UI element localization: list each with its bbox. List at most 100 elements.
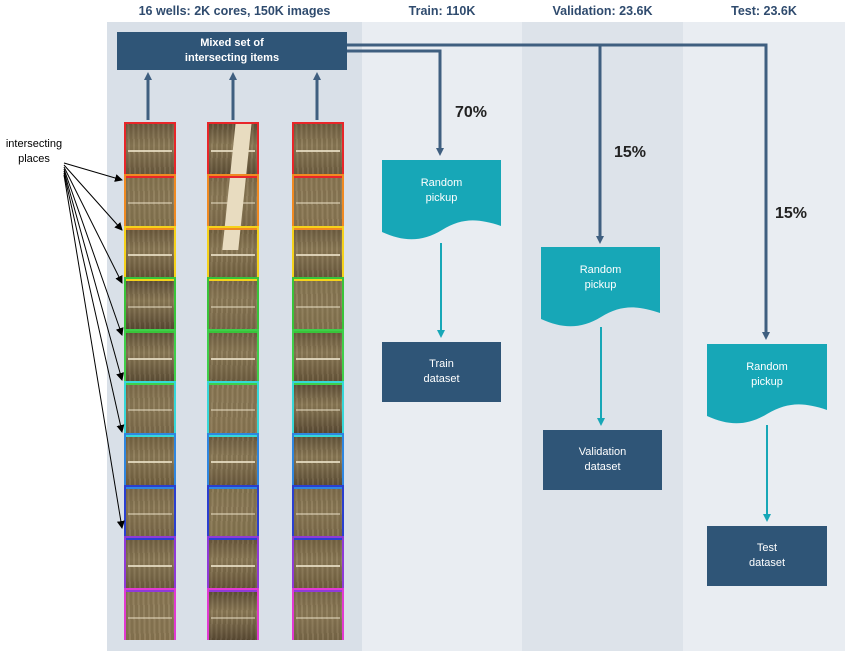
core-segment: [292, 329, 344, 382]
core-crack: [128, 150, 172, 153]
core-segment: [124, 536, 176, 590]
train-percent: 70%: [455, 104, 488, 121]
core-segment: [124, 484, 176, 538]
intersection-ring: [292, 381, 344, 437]
train-dataset-box: Train dataset: [382, 342, 501, 402]
intersection-ring: [207, 329, 259, 385]
core-segment: [207, 588, 259, 640]
mixed-set-box: Mixed set of intersecting items: [117, 32, 347, 70]
core-segment: [124, 588, 176, 640]
core-crack: [296, 564, 340, 567]
intersection-ring: [207, 381, 259, 437]
intersection-ring: [292, 536, 344, 593]
core-segment: [124, 173, 176, 227]
core-segment: [292, 173, 344, 227]
header-train: Train: 110K: [408, 4, 476, 18]
intersection-ring: [124, 588, 176, 640]
mixed-set-label: Mixed set of intersecting items: [184, 37, 280, 64]
core-segment: [207, 381, 259, 434]
intersection-ring: [292, 329, 344, 385]
core-column-3: [292, 122, 344, 640]
intersection-ring: [124, 225, 176, 282]
intersection-ring: [292, 432, 344, 489]
core-column-1: [124, 122, 176, 640]
core-crack: [211, 254, 255, 257]
intersection-ring: [207, 277, 259, 334]
intersection-ring: [292, 225, 344, 282]
intersection-ring: [292, 588, 344, 640]
core-crack: [296, 202, 340, 205]
intersection-ring: [292, 122, 344, 178]
core-crack: [211, 616, 255, 619]
intersection-ring: [124, 432, 176, 489]
core-crack: [211, 305, 255, 308]
intersection-ring: [292, 173, 344, 230]
core-crack: [211, 564, 255, 567]
intersection-ring: [124, 329, 176, 385]
core-crack: [296, 409, 340, 412]
header-test: Test: 23.6K: [731, 4, 797, 18]
train-random-pickup: Random pickup: [382, 160, 501, 242]
intersection-ring: [124, 122, 176, 178]
header-wells: 16 wells: 2K cores, 150K images: [138, 4, 331, 18]
core-crack: [128, 564, 172, 567]
core-crack: [211, 461, 255, 464]
intersection-ring: [124, 173, 176, 230]
core-crack: [128, 461, 172, 464]
core-crack: [296, 461, 340, 464]
core-crack: [211, 513, 255, 516]
core-segment: [292, 536, 344, 590]
core-segment: [292, 225, 344, 279]
test-random-pickup-label: Random pickup: [746, 361, 788, 388]
core-segment: [207, 432, 259, 486]
validation-dataset-box: Validation dataset: [543, 430, 662, 490]
validation-random-pickup: Random pickup: [541, 247, 660, 329]
header-validation: Validation: 23.6K: [552, 4, 653, 18]
core-segment: [124, 432, 176, 486]
core-crack: [128, 409, 172, 412]
core-segment: [207, 484, 259, 538]
core-segment: [292, 484, 344, 538]
intersection-ring: [207, 588, 259, 640]
intersection-ring: [292, 484, 344, 541]
train-dataset-label: Train dataset: [423, 358, 460, 385]
test-random-pickup: Random pickup: [707, 344, 827, 426]
core-segment: [292, 381, 344, 434]
test-dataset-label: Test dataset: [748, 542, 786, 569]
core-segment: [207, 329, 259, 382]
core-segment: [292, 277, 344, 331]
core-crack: [296, 305, 340, 308]
core-crack: [128, 357, 172, 360]
core-crack: [128, 305, 172, 308]
core-segment: [292, 432, 344, 486]
core-crack: [128, 254, 172, 257]
core-crack: [128, 616, 172, 619]
validation-dataset-label: Validation dataset: [578, 446, 627, 473]
validation-column-bg: [522, 22, 683, 651]
intersection-ring: [207, 536, 259, 593]
core-crack: [211, 357, 255, 360]
core-crack: [296, 254, 340, 257]
core-segment: [124, 329, 176, 382]
intersection-ring: [124, 277, 176, 334]
core-segment: [124, 225, 176, 279]
train-column-bg: [362, 22, 522, 651]
intersection-ring: [207, 432, 259, 489]
test-percent: 15%: [775, 205, 808, 222]
intersection-ring: [207, 484, 259, 541]
core-crack: [211, 409, 255, 412]
core-crack: [296, 357, 340, 360]
core-segment: [124, 277, 176, 331]
train-random-pickup-label: Random pickup: [420, 177, 463, 204]
test-dataset-box: Test dataset: [707, 526, 827, 586]
core-crack: [296, 150, 340, 153]
intersection-ring: [292, 277, 344, 334]
intersection-ring: [124, 484, 176, 541]
intersection-ring: [124, 381, 176, 437]
intersection-ring: [207, 122, 259, 178]
core-crack: [128, 202, 172, 205]
core-crack: [128, 513, 172, 516]
core-segment: [207, 277, 259, 331]
core-segment: [207, 536, 259, 590]
intersecting-places-label: intersecting places: [5, 138, 63, 165]
